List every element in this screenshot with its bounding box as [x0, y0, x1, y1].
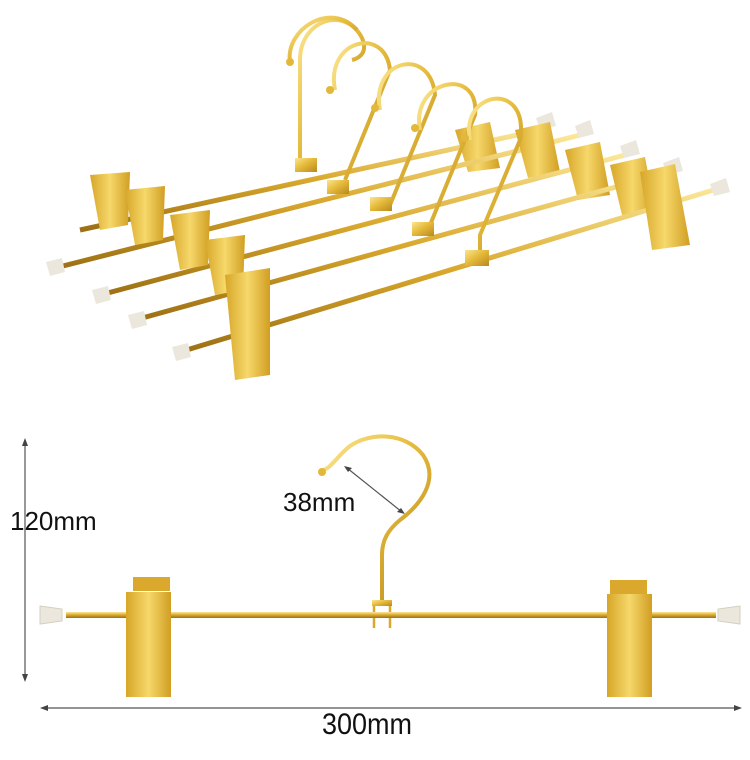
end-cap-right	[717, 605, 741, 625]
height-label: 120mm	[10, 506, 97, 536]
stacked-hanger-3	[92, 62, 640, 304]
stacked-hanger-4	[128, 82, 683, 329]
stacked-hangers	[46, 15, 730, 380]
width-label: 300mm	[322, 708, 413, 741]
width-dimension-line	[40, 705, 742, 711]
single-hanger	[39, 434, 741, 697]
end-cap-left	[39, 605, 63, 625]
rod	[66, 612, 716, 618]
stacked-hanger-5	[172, 96, 730, 380]
height-dimension-line	[22, 438, 28, 682]
stacked-hanger-2	[46, 41, 594, 276]
hook-opening-dimension-line	[344, 466, 405, 514]
clip-right	[607, 580, 652, 697]
dimension-diagram	[22, 434, 742, 711]
hook-opening-label: 38mm	[283, 487, 356, 517]
clip-left	[126, 577, 171, 697]
hook	[321, 434, 432, 602]
